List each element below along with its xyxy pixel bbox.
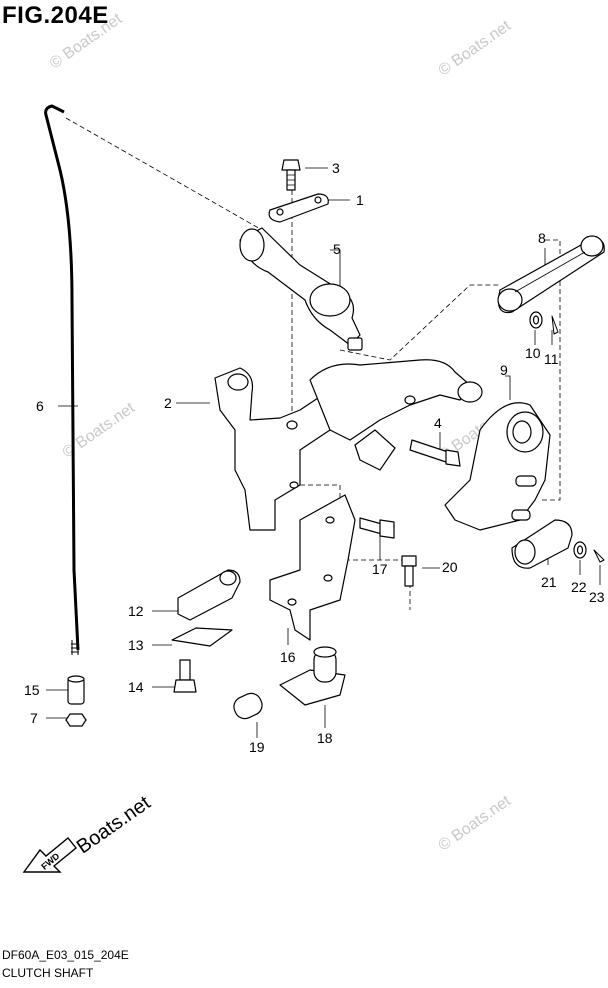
callout-22: 22 [571, 579, 587, 595]
callout-2: 2 [164, 395, 172, 411]
callout-8: 8 [538, 230, 546, 246]
part-13-plate-shape [171, 627, 233, 647]
callout-15: 15 [24, 682, 40, 698]
part-7-nut-shape [65, 713, 87, 727]
part-1-plate-shape [268, 193, 329, 223]
part-17-bolt-shape [359, 517, 383, 535]
callout-1: 1 [356, 192, 364, 208]
callout-7: 7 [30, 710, 38, 726]
callout-10: 10 [525, 345, 541, 361]
callout-13: 13 [128, 637, 144, 653]
callout-21: 21 [541, 574, 557, 590]
callout-4: 4 [434, 415, 442, 431]
callout-17: 17 [372, 561, 388, 577]
parts-drawings [44, 104, 605, 727]
part-19-bushing-shape [233, 692, 263, 720]
part-20-bolt-shape [401, 555, 417, 567]
callout-11: 11 [544, 351, 559, 367]
callout-12: 12 [128, 603, 144, 619]
callout-3: 3 [332, 160, 340, 176]
figure-name: CLUTCH SHAFT [2, 966, 94, 980]
part-16-stopper-bracket-shape [269, 494, 356, 641]
watermark-2: © Boats.net [47, 10, 126, 72]
part-14-bolt-shape [179, 659, 191, 681]
watermark-5: © Boats.net [436, 792, 515, 854]
part-2-bracket-shape [214, 367, 331, 531]
part-6-clutch-rod-shape [44, 104, 80, 651]
callout-19: 19 [249, 739, 265, 755]
callout-18: 18 [317, 730, 333, 746]
callout-20: 20 [442, 559, 458, 575]
watermark-1: © Boats.net [436, 17, 515, 79]
fwd-arrow: FWD [22, 837, 77, 873]
callout-5: 5 [333, 241, 341, 257]
callout-16: 16 [280, 649, 296, 665]
figure-title: FIG.204E [2, 2, 109, 29]
callout-9: 9 [500, 362, 508, 378]
brand-watermark: Boats.net [73, 792, 155, 859]
part-4-bolt-shape [409, 439, 449, 463]
part-23-pin-shape [593, 549, 605, 563]
part-11-pin-shape [551, 315, 559, 335]
callout-14: 14 [128, 679, 144, 695]
part-3-bolt-shape [281, 159, 301, 171]
callout-23: 23 [589, 589, 605, 605]
callout-6: 6 [36, 398, 44, 414]
part-callouts: 3 1 5 8 10 11 9 6 2 4 17 20 21 22 23 12 … [24, 160, 605, 755]
figure-code: DF60A_E03_015_204E [2, 948, 129, 962]
